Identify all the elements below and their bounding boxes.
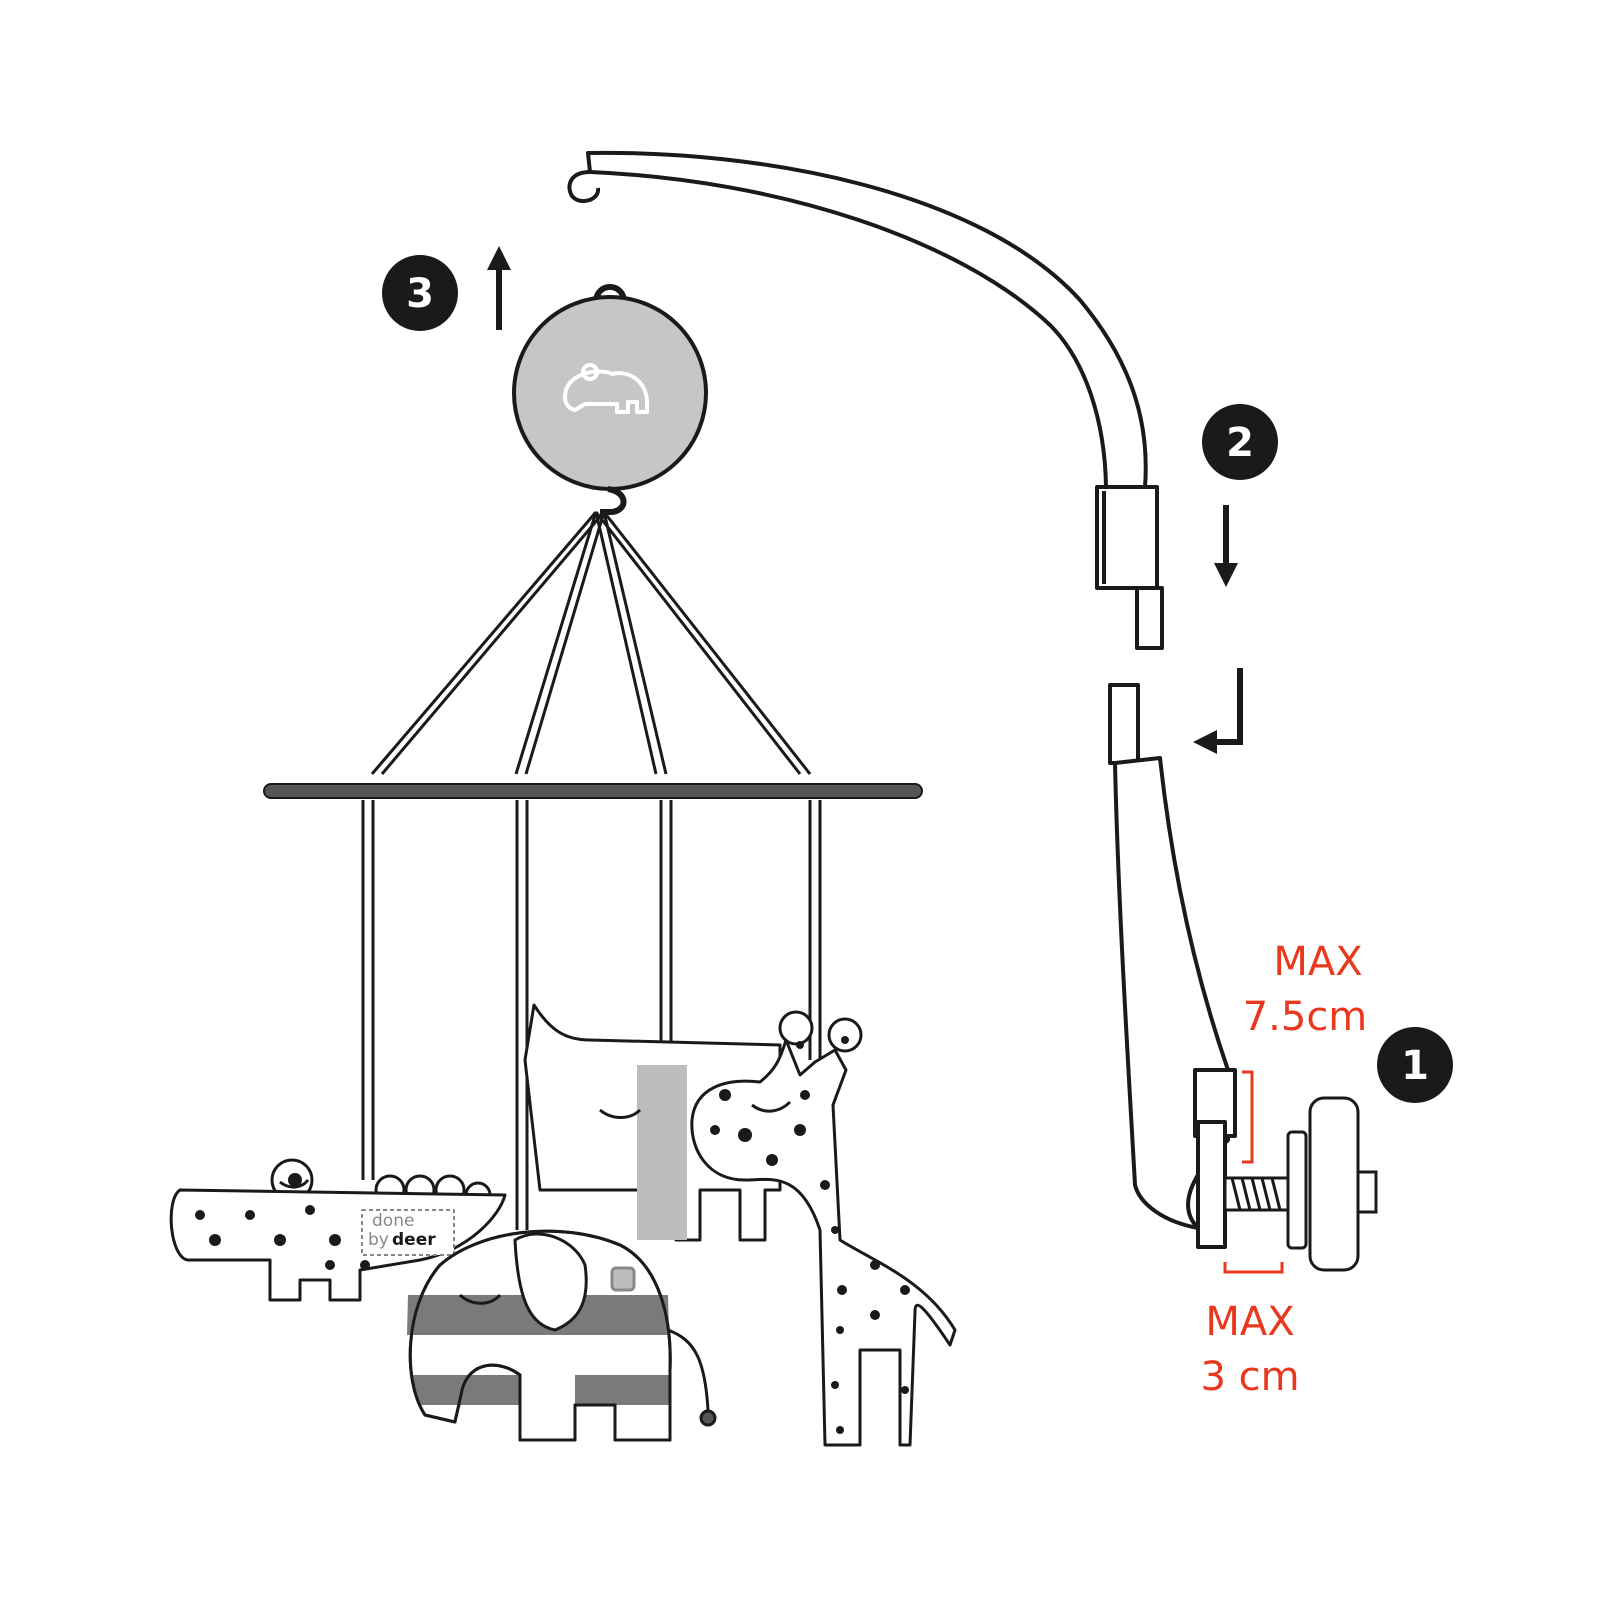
brand-tag-line1: done [372, 1211, 414, 1231]
step-1-number: 1 [1401, 1043, 1429, 1089]
mobile-arm-top [567, 150, 1164, 650]
clamp-depth-value: 3 cm [1200, 1354, 1299, 1400]
elephant-toy [407, 1229, 717, 1442]
mobile-rod [263, 783, 923, 799]
rail-thickness-value: 7.5cm [1243, 994, 1368, 1040]
giraffe-toy [690, 1010, 957, 1447]
step-3-number: 3 [406, 271, 434, 317]
step-3-marker: 3 [382, 246, 511, 331]
step-2-marker: 2 [1193, 404, 1278, 754]
hanging-strings [370, 511, 812, 775]
insert-arrow-icon [1193, 668, 1243, 754]
clamp-depth-dimension [1223, 1262, 1284, 1274]
mobile-arm-bottom [1108, 683, 1237, 1249]
rail-thickness-max-label: MAX [1273, 939, 1362, 985]
brand-tag-line2: by [368, 1230, 389, 1250]
clamp-depth-max-label: MAX [1205, 1299, 1294, 1345]
brand-tag [361, 1209, 455, 1256]
music-box-hook [600, 486, 627, 515]
rail-thickness-dimension [1242, 1070, 1254, 1164]
rhino-toy [523, 1003, 782, 1242]
step-1-marker: 1 [1377, 1027, 1453, 1103]
crocodile-toy: done by deer [169, 1158, 507, 1302]
brand-tag-line3: deer [392, 1230, 436, 1250]
hippo-logo-icon [563, 363, 649, 414]
clamp-screw [1223, 1096, 1378, 1272]
step-2-number: 2 [1226, 420, 1254, 466]
music-box [512, 284, 708, 515]
